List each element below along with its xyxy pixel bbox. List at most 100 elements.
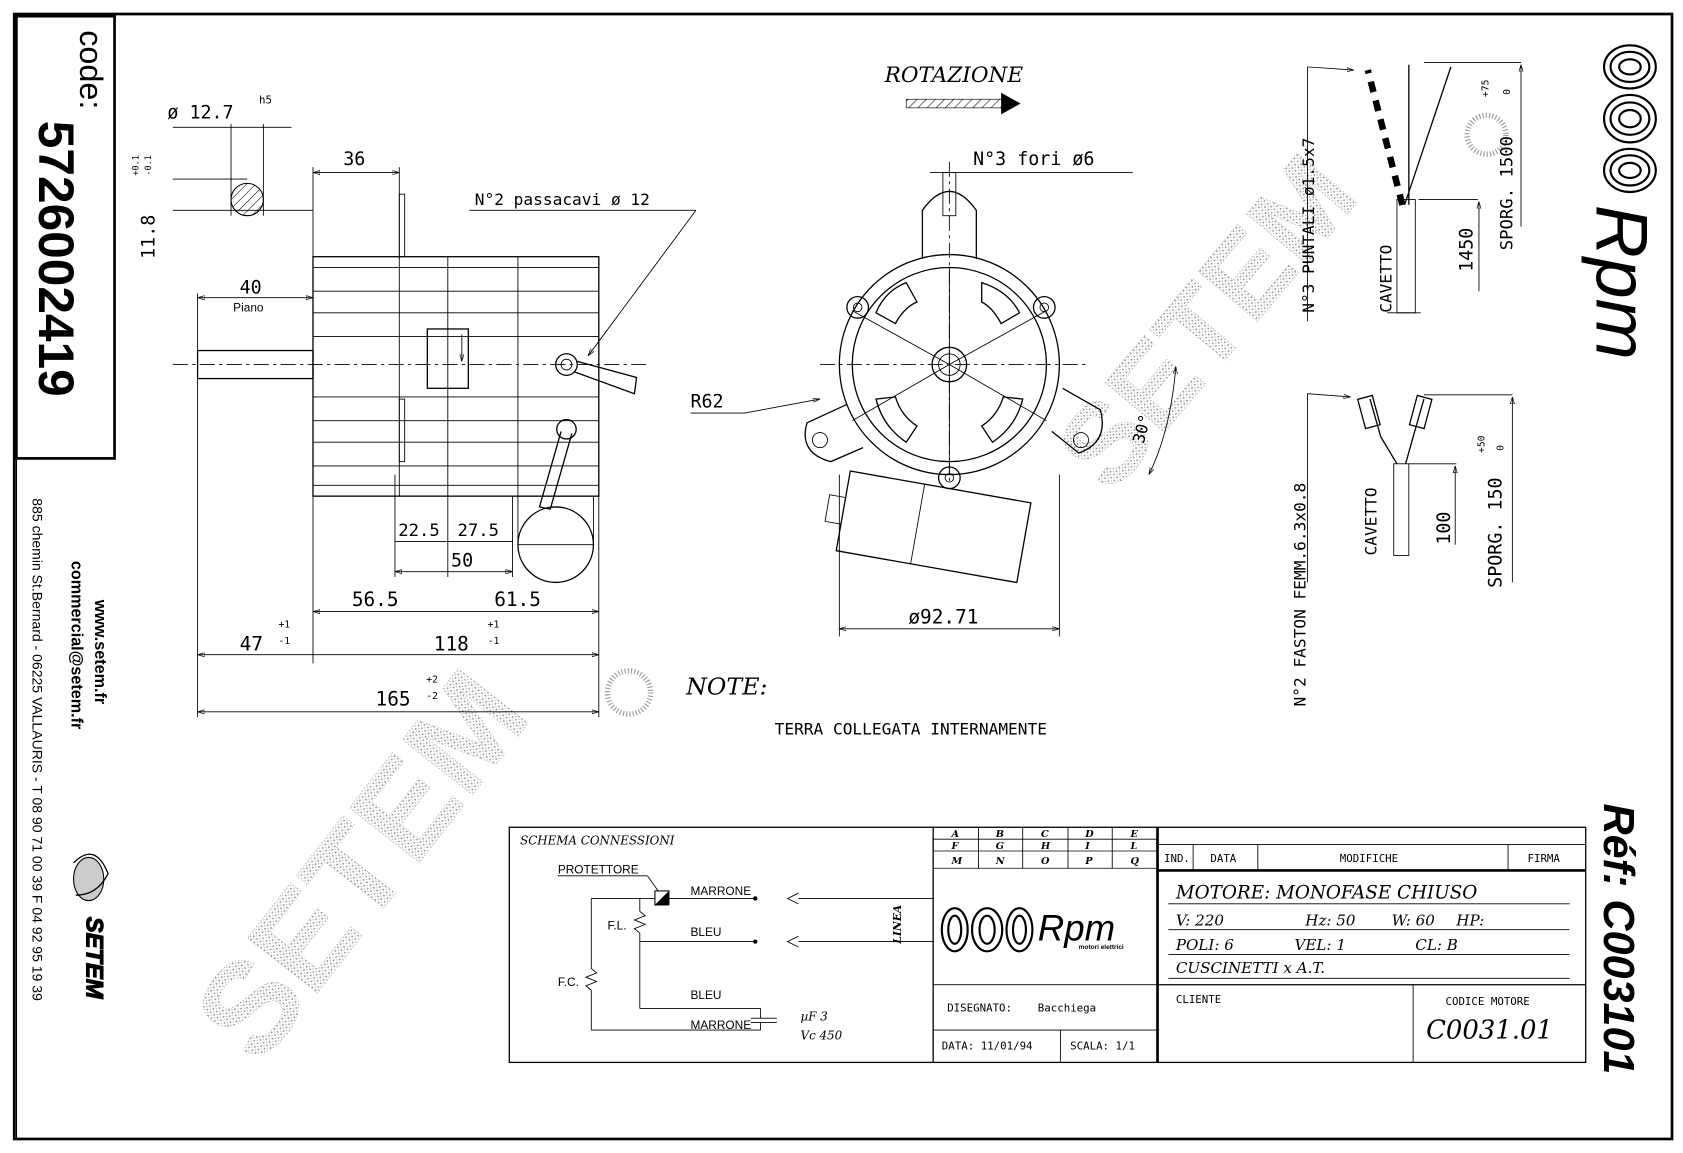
grid-letter: N — [995, 856, 1006, 867]
dim-47-tol-plus: +1 — [278, 620, 290, 631]
sporg-150-tol-plus: +50 — [1476, 435, 1487, 453]
shaft-tolerance: h5 — [259, 94, 272, 107]
grid-letter: F — [951, 841, 960, 852]
motor-type: MOTORE: MONOFASE CHIUSO — [1175, 882, 1477, 903]
wire-marrone-2: MARRONE — [690, 1018, 751, 1032]
product-code: 5726002419 — [28, 121, 84, 397]
note-title: NOTE: — [685, 673, 767, 701]
motor-code: C0031.01 — [1426, 1016, 1553, 1046]
note-text: TERRA COLLEGATA INTERNAMENTE — [775, 720, 1047, 739]
code-box — [15, 14, 116, 460]
dim-118-tol-plus: +1 — [488, 620, 500, 631]
setem-logo: SETEM — [73, 853, 109, 1000]
voltage: V: 220 — [1176, 911, 1224, 929]
cavetto-label-2: CAVETTO — [1361, 487, 1380, 555]
dim-165-tol-minus: -2 — [426, 691, 438, 702]
grid-letter: E — [1130, 829, 1139, 840]
wire-marrone-1: MARRONE — [690, 884, 751, 898]
title-block-logo: Rpm motori elettrici — [940, 907, 1124, 953]
arrow-icon — [786, 935, 799, 948]
dim-118: 118 — [434, 632, 469, 655]
wire-bleu-2: BLEU — [690, 988, 721, 1002]
flat-tol-plus: +0.1 — [131, 155, 141, 176]
rev-header-ind: IND. — [1164, 852, 1190, 865]
watermark: SETEM — [168, 645, 556, 1085]
grid-letter: Q — [1131, 856, 1140, 867]
grid-letter: C — [1041, 829, 1049, 840]
client-label: CLIENTE — [1176, 993, 1221, 1006]
sheet-border — [12, 12, 1674, 1141]
grid-letter: H — [1040, 841, 1051, 852]
fc-label: F.C. — [558, 975, 579, 989]
grid-letter: M — [951, 856, 963, 867]
dim-118-tol-minus: -1 — [488, 636, 500, 647]
piano-label: Piano — [233, 301, 264, 315]
grid-letter: A — [951, 829, 960, 840]
frequency: Hz: 50 — [1304, 911, 1356, 929]
rev-header-changes: MODIFICHE — [1340, 852, 1398, 865]
dim-40: 40 — [240, 277, 262, 298]
rotation-arrow-icon — [905, 92, 1021, 115]
dim-47-tol-minus: -1 — [278, 636, 290, 647]
title-block: A B C D E F G H I L M N O P Q Rpm motori… — [508, 826, 1587, 1064]
sporg-1500: SPORG. 1500 — [1497, 136, 1517, 250]
grid-letter: D — [1084, 829, 1094, 840]
speed: VEL: 1 — [1295, 936, 1346, 954]
drawing-scale: SCALA: 1/1 — [1070, 1039, 1135, 1052]
logo-text: Rpm — [1038, 908, 1115, 949]
dim-61-5: 61.5 — [494, 588, 541, 611]
sporg-1500-tol-minus: 0 — [1502, 89, 1513, 95]
code-block: code: 5726002419 — [28, 30, 109, 397]
puntali-label: N°3 PUNTALI ø1.5x7 — [1299, 138, 1318, 313]
dim-100: 100 — [1434, 512, 1455, 545]
dim-27-5: 27.5 — [458, 521, 500, 541]
reference-code: Réf: C003101 — [1594, 804, 1642, 1075]
grid-letter: L — [1130, 841, 1138, 852]
wattage: W: 60 — [1392, 911, 1436, 929]
grid-letter: B — [995, 829, 1004, 840]
motor-code-label: CODICE MOTORE — [1446, 995, 1530, 1008]
dim-22-5: 22.5 — [398, 521, 440, 541]
rev-header-date: DATA — [1210, 852, 1236, 865]
rpm-logo-text: Rpm — [1581, 205, 1663, 360]
company-contact: www.setem.fr commercial@setem.fr 885 che… — [30, 498, 110, 1001]
protector-label: PROTETTORE — [558, 863, 639, 877]
grid-letter: G — [996, 841, 1004, 852]
dim-1450: 1450 — [1456, 228, 1477, 272]
grid-letter: I — [1084, 841, 1090, 852]
schema-title: SCHEMA CONNESSIONI — [520, 834, 675, 848]
drawn-by: Bacchiega — [1038, 1002, 1096, 1015]
rev-header-signature: FIRMA — [1527, 852, 1560, 865]
address: 885 chemin St.Bernard - 06225 VALLAURIS … — [30, 498, 46, 1001]
side-view: ø 12.7 h5 11.8 +0.1 -0.1 36 N°2 passacav… — [131, 94, 697, 718]
logo-subtitle: motori elettrici — [1079, 944, 1124, 951]
capacitor-voltage: Vc 450 — [801, 1029, 843, 1043]
website: www.setem.fr — [91, 599, 109, 705]
rotation-label: ROTAZIONE — [884, 63, 1024, 88]
diameter-label: ø92.71 — [908, 605, 978, 628]
grid-letter: P — [1084, 856, 1093, 867]
dim-36: 36 — [343, 149, 365, 170]
poles: POLI: 6 — [1175, 936, 1234, 954]
faston-label: N°2 FASTON FEMM.6.3x0.8 — [1290, 483, 1309, 707]
rpm-logo: Rpm — [1581, 44, 1663, 360]
bearings: CUSCINETTI x A.T. — [1176, 959, 1325, 977]
flat-dimension: 11.8 — [138, 215, 159, 259]
sporg-1500-tol-plus: +75 — [1481, 79, 1492, 97]
radius-label: R62 — [690, 392, 723, 413]
dim-50: 50 — [451, 550, 473, 571]
capacitor-uf: µF 3 — [801, 1009, 828, 1023]
wire-bleu-1: BLEU — [690, 925, 721, 939]
grid-letter: O — [1041, 856, 1050, 867]
shaft-diameter: ø 12.7 — [167, 103, 233, 124]
flat-tol-minus: -0.1 — [144, 155, 154, 176]
watermark: SETEM — [1032, 131, 1380, 511]
leads-detail: N°3 PUNTALI ø1.5x7 CAVETTO 1450 SPORG. 1… — [1290, 62, 1521, 707]
dim-47: 47 — [240, 632, 263, 655]
front-view: ROTAZIONE N°3 fori ø6 — [690, 63, 1175, 637]
dim-165: 165 — [376, 687, 411, 710]
arrow-icon — [786, 892, 799, 905]
insulation-class: CL: B — [1415, 936, 1458, 954]
